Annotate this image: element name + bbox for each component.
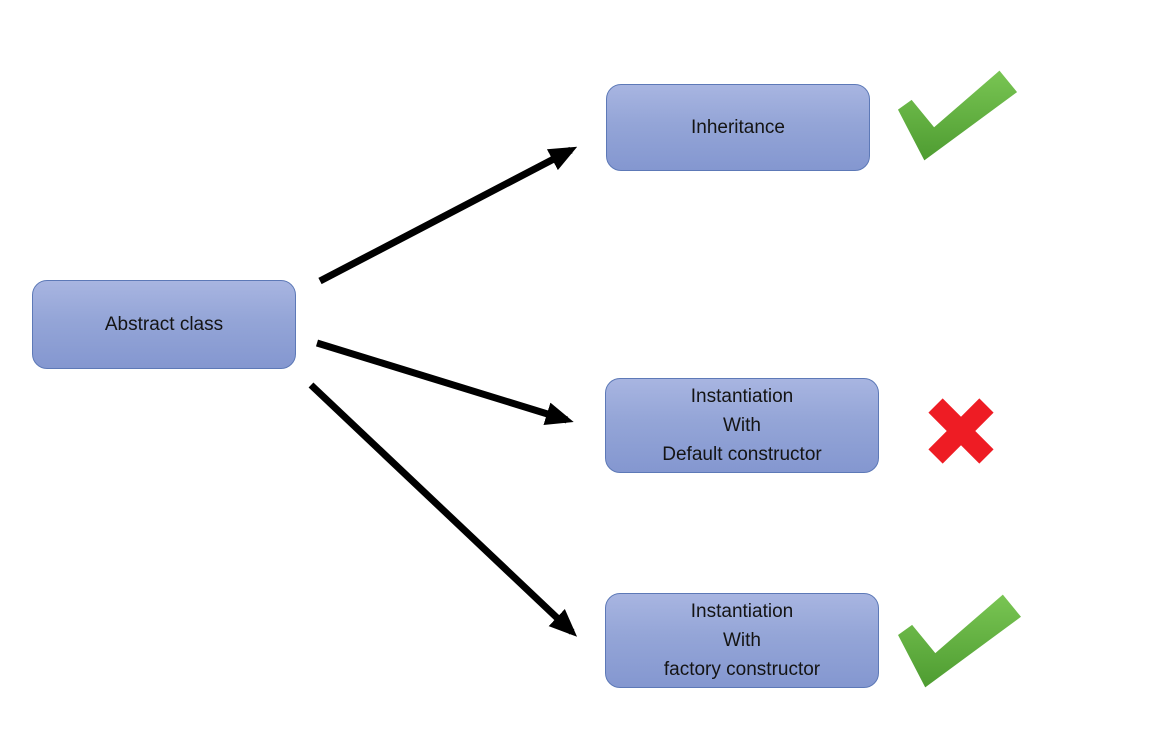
arrow-to-default-constructor <box>315 339 574 426</box>
node-instantiation-factory-constructor: Instantiation With factory constructor <box>605 593 879 688</box>
check-icon <box>897 592 1023 692</box>
node-instantiation-default-constructor-label: Instantiation With Default constructor <box>662 386 822 465</box>
node-abstract-class-label: Abstract class <box>104 314 224 335</box>
check-icon <box>897 68 1019 165</box>
arrow-to-inheritance <box>318 146 578 285</box>
node-inheritance-label: Inheritance <box>690 117 785 138</box>
arrow-to-factory-constructor <box>308 382 578 637</box>
node-inheritance: Inheritance <box>606 84 870 171</box>
cross-icon <box>925 392 997 470</box>
node-instantiation-factory-constructor-label: Instantiation With factory constructor <box>663 601 821 680</box>
node-abstract-class: Abstract class <box>32 280 296 369</box>
node-instantiation-default-constructor: Instantiation With Default constructor <box>605 378 879 473</box>
